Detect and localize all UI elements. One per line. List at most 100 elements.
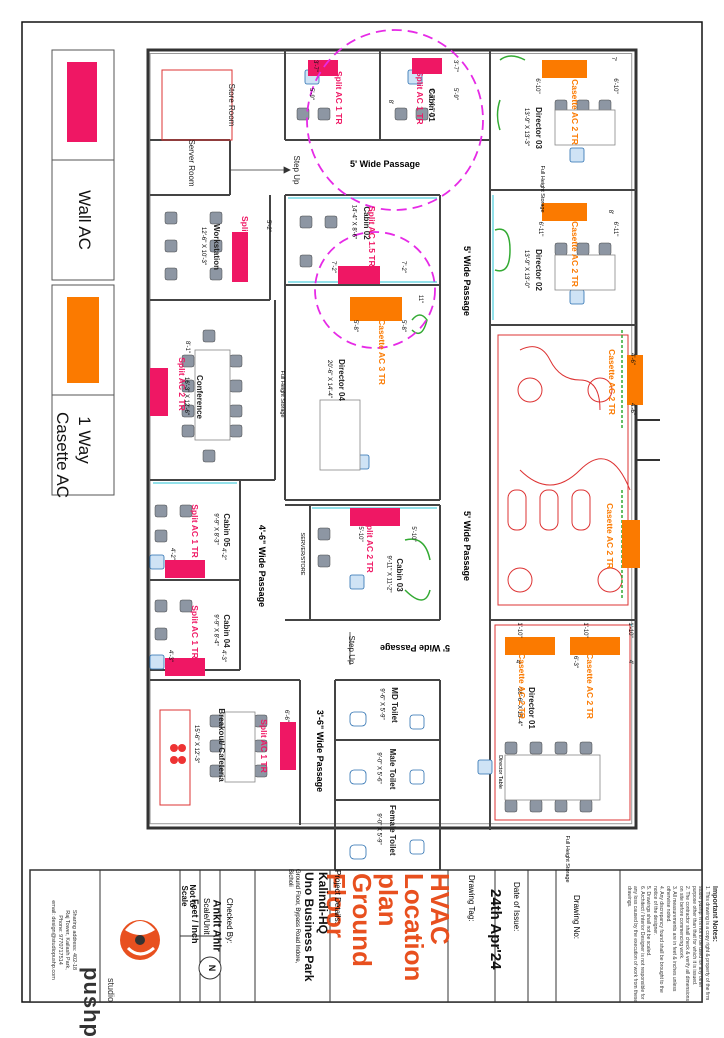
dimension-label: 11" — [417, 294, 423, 304]
dimension-label: 5'-8" — [400, 320, 406, 332]
step-up-markers — [230, 166, 351, 665]
wall-ac-cabin01-a — [308, 60, 338, 76]
dimension-label: 1'-10" — [627, 622, 633, 638]
drawing-no-label: Drawing No: — [572, 895, 581, 940]
date-value: 24th Apr'24 — [487, 889, 504, 970]
dimension-label: 4'-6" — [629, 403, 635, 415]
ac-label-split-cabin01-b: Split AC 1 TR — [415, 71, 425, 125]
full-height-storage-1: Full Height Storage — [279, 370, 285, 418]
dimension-label: 4'-2" — [169, 548, 175, 560]
ac-label-split-cabin01-a: Split AC 1 TR — [334, 71, 344, 125]
drawing-tag-line4: Ground — [347, 873, 377, 967]
legend-casette-ac-label: 1 Way — [73, 395, 94, 485]
passage-right-mid: 5' Wide Passage — [462, 245, 472, 317]
director04-dim: 20'-6" X 14'-4" — [326, 360, 332, 398]
important-note-item: 6. Architect / Interior Designer is not … — [625, 886, 645, 1003]
dimension-label: 6'-11" — [537, 221, 543, 237]
cafeteria-counter — [159, 709, 191, 806]
ac-label-split-cabin04: Split AC 1 TR — [190, 605, 200, 659]
legend-wall-ac-label: Wall AC — [75, 190, 94, 250]
dimension-label: 8' — [607, 209, 613, 215]
dimension-label: 4'-3" — [220, 650, 226, 662]
dimension-label: 5'-10" — [357, 526, 363, 542]
male-toilet-dim: 9'-0" X 5'-6" — [375, 752, 382, 784]
scale-unit-label: Scale/Unit — [202, 898, 211, 935]
director-table-label: Director Table — [497, 755, 503, 789]
important-note-item: 3. All measurements are in feet & inches… — [664, 886, 678, 992]
cafeteria-name: Breakout/ Cafeteria — [217, 708, 226, 782]
north-arrow-icon — [198, 956, 222, 980]
dimension-label: 6'-6" — [283, 710, 289, 722]
studio-label-line2: pushp — [79, 967, 104, 1038]
female-toilet-dim: 9'-0" X 5'-9" — [375, 813, 382, 845]
drawing-tag-line1: HVAC — [425, 873, 455, 945]
passage-top: 5' Wide Passage — [349, 159, 421, 169]
wall-ac-cabin03 — [350, 508, 400, 526]
cabin02-dim: 14'-4" X 8'-6" — [350, 204, 357, 240]
important-note-item: 4. Any discrepancy found shall be brough… — [651, 886, 665, 993]
ac-label-split-cabin05: Split AC 1 TR — [190, 504, 200, 558]
cabin03-name: Cabin 03 — [395, 558, 404, 592]
wall-ac-cafeteria — [280, 722, 296, 770]
director02-name: Director 02 — [534, 249, 543, 291]
room-store: Store Room — [227, 83, 236, 127]
md-toilet-name: MD Toilet — [390, 687, 399, 723]
casette-ac-lounge-b — [622, 520, 640, 568]
passage-lower-left: 3'-6" Wide Passage — [315, 709, 325, 793]
casette-ac-units — [350, 60, 643, 655]
conference-name: Conference — [195, 374, 204, 419]
important-notes: Important Notes: 1. This drawing is a co… — [626, 886, 719, 1006]
ac-label-split-cabin02: Split AC 1.5 TR — [367, 206, 377, 267]
dimension-label: 3'-7" — [452, 60, 458, 72]
full-height-storage-3: Full Height Storage — [564, 835, 570, 883]
wall-ac-cabin02 — [338, 266, 380, 284]
director04-name: Director 04 — [337, 359, 346, 401]
dimension-label: 5'-8" — [352, 320, 358, 332]
ac-label-casette-dir04: Casette AC 3 TR — [377, 319, 387, 385]
server-store-label: SERVER/STORE — [299, 532, 305, 576]
dimension-label: 3'-7" — [312, 60, 318, 72]
casette-ac-director04 — [350, 297, 402, 321]
dimension-label: 8'-1" — [184, 341, 190, 353]
cabin01-dim: 9'-7" X 7'-1" — [428, 88, 434, 120]
studio-address-line1: Sharing address: 402-18 — [71, 909, 77, 971]
date-label: Date of Issue: — [512, 882, 521, 932]
wall-ac-cabin05 — [165, 560, 205, 578]
dimension-label: 4' — [627, 659, 633, 665]
legend-casette-ac-label-line1: 1 Way — [75, 416, 94, 464]
passage-left: 4'-6" Wide Passage — [257, 524, 267, 608]
legend-casette-ac-label-box — [51, 394, 115, 496]
studio-address-line4: email: design@studiopushp.com — [50, 900, 57, 980]
casette-ac-lounge-a — [627, 355, 643, 405]
ac-label-casette-dir01-b: Casette AC 2 TR — [585, 653, 595, 719]
dimension-label: 5'-9" — [452, 88, 458, 100]
wall-ac-workstation — [232, 232, 248, 282]
dimension-label: 6'-3" — [572, 656, 578, 668]
cafeteria-dim: 15'-6" X 12'-3" — [193, 725, 199, 763]
legend-casette-ac-label-2: Casette AC — [53, 412, 72, 498]
ac-label-casette-lounge-b: Casette AC 2 TR — [605, 503, 615, 569]
ac-label-casette-dir03: Casette AC 2 TR — [570, 79, 580, 145]
drawing-tag-label: Drawing Tag: — [467, 875, 476, 922]
cabin03-dim: 9'-11" X 11'-2" — [385, 555, 392, 593]
legend-wall-ac-label-box — [51, 159, 115, 281]
drawing-tag-line2: Location — [399, 873, 429, 982]
dimension-label: 5'-2" — [265, 220, 271, 232]
workstation-name: Workstation — [212, 223, 221, 271]
wall-ac-conference — [150, 368, 168, 416]
ac-label-split-workstation: Split AC 1.5 TR — [240, 216, 250, 277]
dimension-label: 7'-2" — [400, 261, 406, 273]
dimension-label: 7'-2" — [330, 261, 336, 273]
dimension-label: 5'-9" — [308, 88, 314, 100]
not-to-scale: Not to Scale — [180, 884, 197, 908]
highlight-circle-cabin01 — [306, 29, 484, 211]
tables — [194, 109, 616, 801]
ac-label-split-cafeteria: Split AC 1 TR — [259, 719, 269, 773]
casette-ac-director01-a — [505, 637, 555, 655]
dimension-label: 8' — [387, 99, 393, 105]
project-address-line1: Ground Floor, Bypass Road Indore, — [294, 869, 300, 964]
female-toilet-name: Female Toilet — [388, 805, 397, 856]
step-up-top: Step Up — [292, 155, 301, 185]
highlight-circles — [306, 29, 484, 349]
